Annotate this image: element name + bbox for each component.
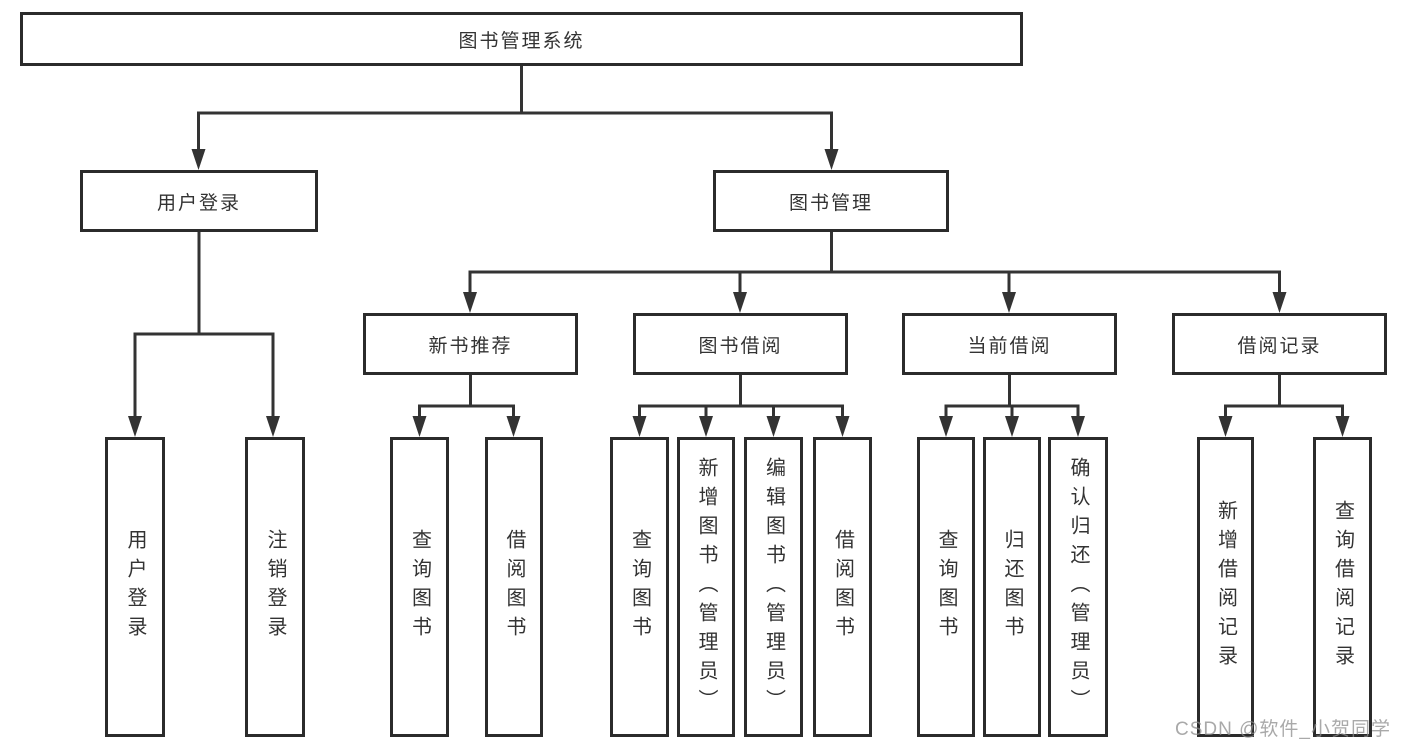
leaf-return-books: 归还图书 [983, 437, 1041, 737]
leaf-return-books-label: 归还图书 [1001, 529, 1023, 645]
node-current-borrowing: 当前借阅 [902, 313, 1117, 375]
csdn-watermark: CSDN @软件_小贺同学 [1175, 719, 1391, 740]
leaf-current-query-books-label: 查询图书 [935, 529, 957, 645]
leaf-logout: 注销登录 [245, 437, 305, 737]
node-library-management-system: 图书管理系统 [20, 12, 1023, 66]
leaf-query-borrow-record-label: 查询借阅记录 [1331, 500, 1354, 674]
leaf-borrowing-borrow-books: 借阅图书 [813, 437, 872, 737]
leaf-recommend-query-books: 查询图书 [390, 437, 449, 737]
node-book-management: 图书管理 [713, 170, 949, 232]
leaf-add-borrow-record-label: 新增借阅记录 [1214, 500, 1237, 674]
node-borrowing-records: 借阅记录 [1172, 313, 1387, 375]
leaf-borrowing-query-books: 查询图书 [610, 437, 669, 737]
leaf-borrowing-borrow-books-label: 借阅图书 [831, 529, 854, 645]
leaf-edit-books-admin: 编辑图书（管理员） [744, 437, 803, 737]
arrowhead-group [128, 149, 1350, 437]
leaf-query-borrow-record: 查询借阅记录 [1313, 437, 1372, 737]
leaf-confirm-return-admin-label: 确认归还（管理员） [1067, 456, 1089, 718]
leaf-logout-label: 注销登录 [264, 529, 286, 645]
leaf-add-borrow-record: 新增借阅记录 [1197, 437, 1254, 737]
leaf-recommend-query-books-label: 查询图书 [408, 529, 431, 645]
leaf-user-login: 用户登录 [105, 437, 165, 737]
leaf-user-login-label: 用户登录 [124, 529, 146, 645]
leaf-borrowing-query-books-label: 查询图书 [628, 529, 651, 645]
node-new-book-recommendation: 新书推荐 [363, 313, 578, 375]
leaf-edit-books-admin-label: 编辑图书（管理员） [762, 456, 785, 718]
leaf-recommend-borrow-books-label: 借阅图书 [503, 529, 525, 645]
leaf-confirm-return-admin: 确认归还（管理员） [1048, 437, 1108, 737]
node-user-login: 用户登录 [80, 170, 318, 232]
node-book-borrowing: 图书借阅 [633, 313, 848, 375]
leaf-current-query-books: 查询图书 [917, 437, 975, 737]
leaf-recommend-borrow-books: 借阅图书 [485, 437, 543, 737]
leaf-add-books-admin: 新增图书（管理员） [677, 437, 735, 737]
leaf-add-books-admin-label: 新增图书（管理员） [695, 456, 717, 718]
